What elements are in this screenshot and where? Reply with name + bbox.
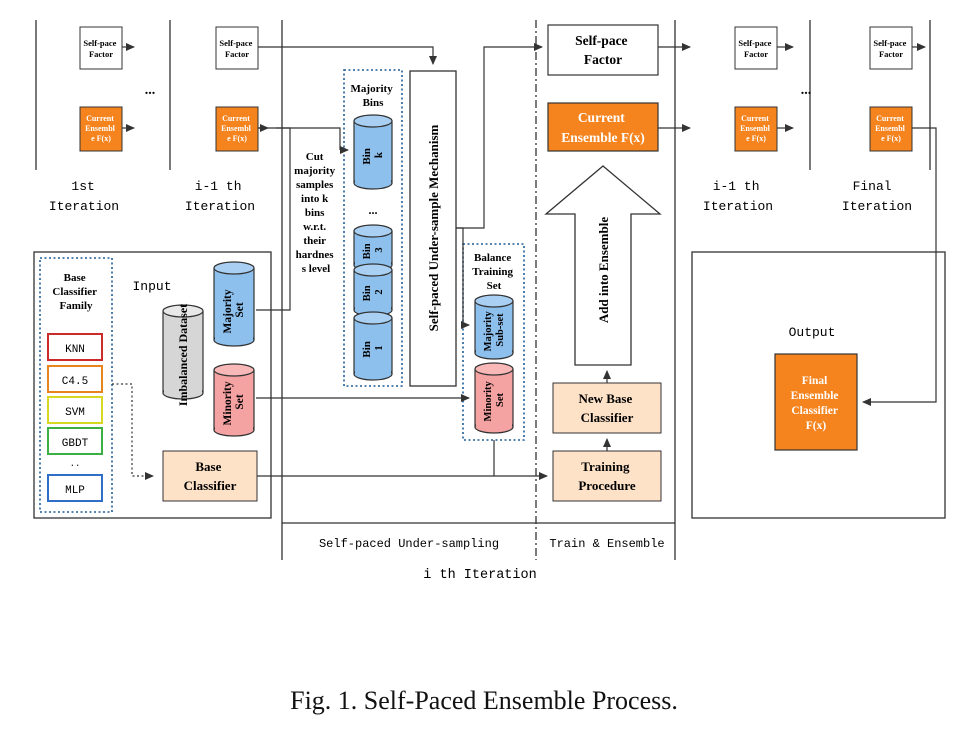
self-pace-factor-label: Self-pace Factor (219, 38, 254, 59)
majority-subset-cylinder: Majority Sub-set (474, 294, 514, 360)
current-ensemble-box (79, 106, 123, 152)
base-classifier-label: Base Classifier (184, 459, 237, 493)
self-pace-factor-label: Self-pace Factor (83, 38, 118, 59)
family-to-base-connector (112, 383, 154, 480)
classifier-gbdt-label: GBDT (62, 438, 89, 450)
minority-set-balanced-cylinder: Minority Set (474, 362, 514, 434)
self-pace-factor-box (215, 26, 259, 70)
input-panel: Base Classifier Family KNN C4.5 SVM GBDT… (33, 251, 272, 519)
iteration-label-after: i-1 th Iteration (703, 179, 773, 214)
iteration-label-current: i th Iteration (423, 568, 536, 583)
iteration-prev-column: Self-pace Factor Current Ensembl e F(x) … (185, 20, 283, 214)
majority-bins: Majority Bins Bin k ... Bin 3 (343, 69, 403, 387)
iteration-label-final: Final Iteration (842, 179, 912, 214)
current-ensemble-current (547, 102, 659, 152)
classifier-knn-label: KNN (65, 344, 85, 356)
imbalanced-dataset-cylinder: Imbalanced Dataset (162, 304, 204, 406)
classifier-knn (47, 333, 103, 361)
iteration-final-column: Self-pace Factor Current Ensembl e F(x) … (842, 26, 913, 214)
family-title: Base Classifier Family (52, 272, 99, 312)
cut-majority-text: Cut majority samples into k bins w.r.t. … (294, 151, 338, 275)
majority-bins-title: Majority Bins (351, 83, 396, 109)
add-into-ensemble-label: Add into Ensemble (596, 217, 611, 323)
bins-ellipsis: ... (369, 203, 378, 217)
svg-text:Current Ensembl e: Current Ensembl e F(x) (875, 114, 907, 143)
iteration-1st-column: Self-pace Factor Current Ensembl e F(x) … (35, 20, 171, 214)
svg-text:Current Ensembl e: Current Ensembl e F(x) (740, 114, 772, 143)
add-into-ensemble-arrow (544, 165, 662, 366)
training-procedure-box (552, 450, 662, 502)
balance-training-set: Balance Training Set Majority Sub-set Mi… (462, 243, 525, 441)
ellipsis: ... (145, 83, 156, 98)
svg-text:Bin 2: Bin 2 (362, 283, 385, 301)
bin-3: Bin 3 (353, 224, 393, 272)
current-ensemble-box (215, 106, 259, 152)
svg-text:Bin 1: Bin 1 (361, 338, 385, 357)
training-procedure-label: Training Procedure (578, 459, 636, 493)
svg-text:Bin 3: Bin 3 (362, 241, 385, 259)
classifier-mlp-label: MLP (65, 485, 85, 497)
classifier-gbdt (47, 427, 103, 455)
svg-text:Minority Set: Minority Set (483, 379, 506, 422)
iteration-label-prev: i-1 th Iteration (185, 179, 255, 214)
minority-set-label: Minority Set (222, 379, 246, 426)
iteration-label-1st: 1st Iteration (49, 179, 119, 214)
undersample-mechanism-label: Self-paced Under-sample Mechanism (426, 124, 441, 331)
iteration-after-column: Self-pace Factor Current Ensembl e F(x) … (703, 26, 812, 214)
classifier-svm (47, 396, 103, 424)
current-ensemble-current-label: Current Ensemble F(x) (561, 110, 645, 145)
bin-2: Bin 2 (353, 263, 393, 317)
minority-set-cylinder: Minority Set (213, 363, 255, 437)
majority-set-label: Majority Set (222, 287, 246, 334)
balance-title: Balance Training Set (472, 252, 516, 292)
base-classifier-family (39, 257, 113, 513)
base-classifier-box (162, 450, 258, 502)
svg-text:...: ... (801, 83, 812, 98)
figure-caption: Fig. 1. Self-Paced Ensemble Process. (290, 686, 678, 715)
classifier-c45 (47, 365, 103, 393)
new-base-classifier-box (552, 382, 662, 434)
final-ensemble-label: Final Ensemble Classifier F(x) (791, 375, 842, 432)
current-ensemble-label: Current Ensembl e F(x) (221, 114, 253, 143)
svg-text:Bin k: Bin k (361, 145, 385, 164)
final-ensemble-box (774, 353, 858, 451)
majority-set-cylinder: Majority Set (213, 261, 255, 347)
svg-text:Self-pace Factor: Self-pace Factor (873, 38, 908, 59)
classifier-mlp (47, 474, 103, 502)
bin-k: Bin k (353, 114, 393, 190)
svg-text:Self-pace Factor: Self-pace Factor (738, 38, 773, 59)
imbalanced-dataset-label: Imbalanced Dataset (176, 304, 190, 406)
classifier-c45-label: C4.5 (62, 376, 88, 388)
self-pace-factor-current (547, 24, 659, 76)
self-pace-factor-box (79, 26, 123, 70)
classifier-svm-label: SVM (65, 407, 85, 419)
svg-text:Majority Sub-set: Majority Sub-set (483, 309, 506, 352)
input-label: Input (132, 279, 171, 294)
section-undersampling-label: Self-paced Under-sampling (319, 537, 499, 551)
classifier-more-label: .. (70, 459, 81, 469)
self-pace-factor-current-label: Self-pace Factor (575, 33, 631, 67)
section-train-ensemble-label: Train & Ensemble (549, 537, 664, 551)
output-label: Output (789, 325, 836, 340)
self-paced-ensemble-diagram: Self-pace Factor Current Ensembl e F(x) … (33, 20, 946, 583)
new-base-classifier-label: New Base Classifier (578, 391, 635, 425)
current-ensemble-label: Current Ensembl e F(x) (85, 114, 117, 143)
output-panel: Output Final Ensemble Classifier F(x) (691, 251, 946, 519)
bin-1: Bin 1 (353, 311, 393, 381)
